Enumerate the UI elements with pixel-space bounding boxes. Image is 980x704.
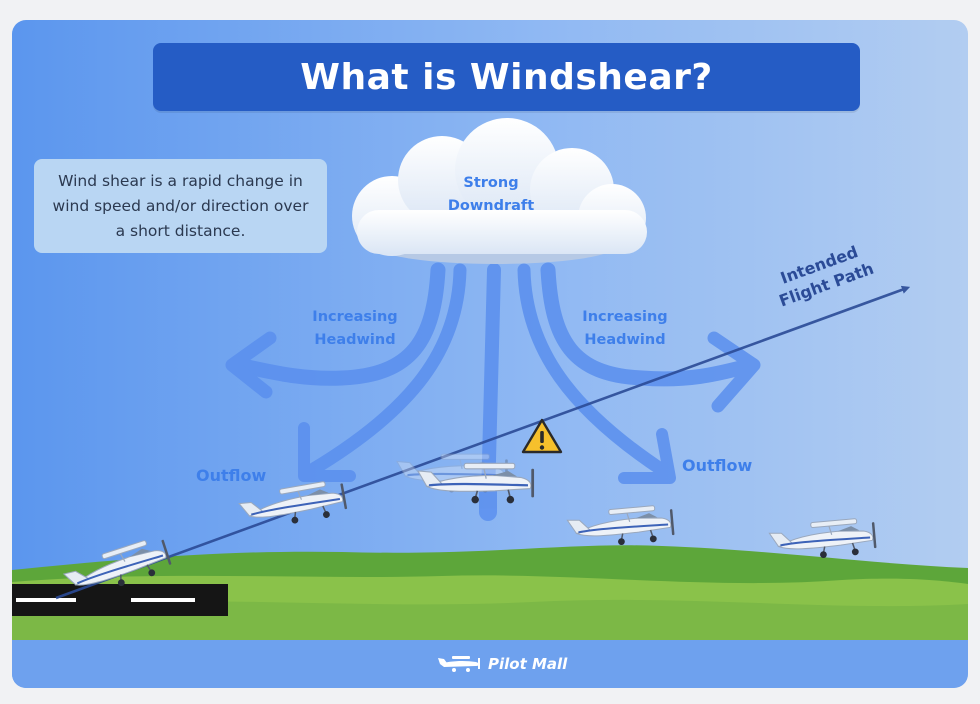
right-outflow-label: Outflow — [682, 456, 753, 475]
scene-illustration — [12, 118, 968, 688]
pilot-mall-logo: Pilot Mall — [438, 653, 567, 675]
definition-box: Wind shear is a rapid change in wind spe… — [34, 159, 327, 253]
left-headwind-label: Increasing Headwind — [312, 309, 398, 348]
logo-plane-icon — [438, 656, 480, 672]
windshear-infographic: What is Windshear? Wind shear is a rapid… — [12, 20, 968, 688]
runway — [12, 584, 228, 616]
title-banner: What is Windshear? — [153, 43, 860, 111]
logo-text: Pilot Mall — [488, 655, 568, 673]
right-headwind-label: Increasing Headwind — [582, 309, 668, 348]
intended-flight-path-line — [55, 285, 911, 600]
warning-triangle-icon — [521, 418, 563, 454]
wind-arrows — [225, 262, 761, 521]
definition-text: Wind shear is a rapid change in wind spe… — [52, 171, 309, 240]
airplane-descending — [565, 503, 677, 551]
page-title: What is Windshear? — [300, 56, 713, 98]
left-outflow-label: Outflow — [196, 466, 267, 485]
cloud-label: Strong Downdraft — [447, 175, 535, 214]
mid-grass — [12, 599, 968, 640]
storm-cloud — [352, 118, 647, 264]
